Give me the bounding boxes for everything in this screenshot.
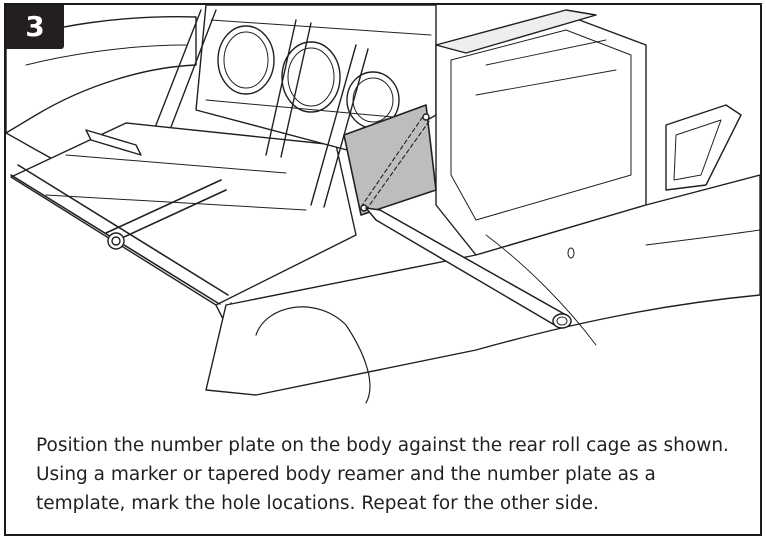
cab-roof-spoiler — [435, 9, 597, 54]
body-lower-panel — [205, 174, 760, 396]
instruction-text: Position the number plate on the body ag… — [36, 435, 729, 514]
cage-circle-1 — [217, 25, 275, 95]
roll-cage-illustration — [6, 5, 760, 404]
cage-tube-diagonal-1 — [155, 9, 217, 128]
cage-tube-diagonal-3 — [310, 44, 369, 208]
step-number-badge: 3 — [6, 5, 64, 49]
bed-outline — [10, 122, 357, 306]
step-panel: 3 — [4, 3, 762, 536]
body-reamer-end — [552, 313, 572, 329]
cross-bar — [105, 179, 227, 244]
number-plate — [343, 104, 437, 216]
cage-circle-2 — [281, 41, 341, 113]
cage-tube-diagonal-2 — [265, 19, 312, 158]
side-vent — [665, 104, 742, 191]
plate-hole-top — [422, 113, 430, 121]
